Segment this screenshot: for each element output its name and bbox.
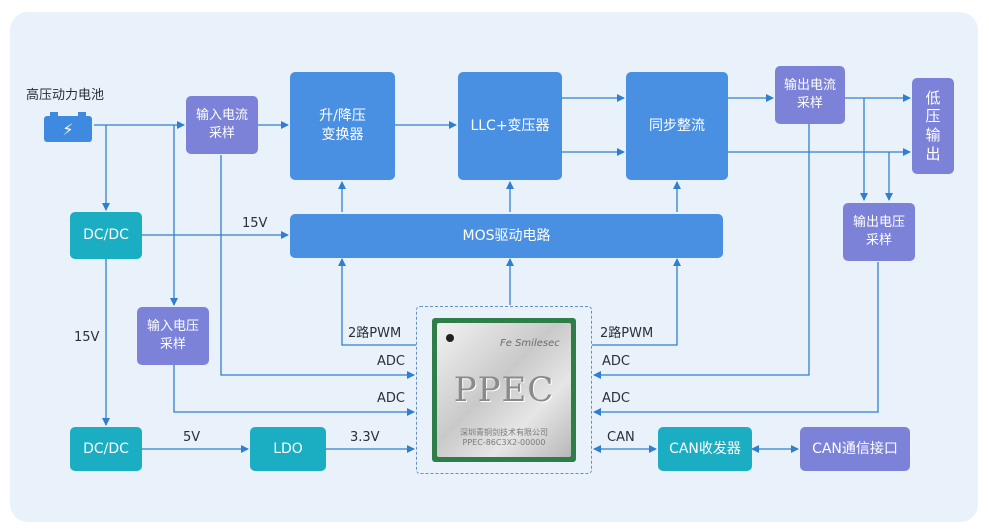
adc-left-label-2: ADC (377, 391, 405, 406)
low-voltage-output-char: 出 (925, 144, 941, 163)
low-voltage-output-block: 低 压 输 出 (912, 78, 954, 174)
ppec-chip (437, 323, 571, 457)
chip-dashed-boundary (416, 306, 592, 474)
ldo-block: LDO (250, 427, 326, 471)
chip-subtext: 深圳青铜剑技术有限公司 PPEC-86C3X2-00000 (437, 428, 571, 449)
chip-brand-logo: Fe Smilesec (500, 338, 560, 349)
llc-transformer-block: LLC+变压器 (458, 72, 562, 180)
voltage-15v-label-vertical: 15V (74, 330, 100, 345)
pwm-right-label: 2路PWM (600, 326, 654, 341)
lightning-icon: ⚡ (62, 119, 74, 139)
input-voltage-sampling-block: 输入电压 采样 (137, 307, 209, 365)
dcdc-bottom-block: DC/DC (70, 427, 142, 471)
dcdc-top-block: DC/DC (70, 212, 142, 259)
can-label: CAN (607, 430, 635, 445)
mos-driver-block: MOS驱动电路 (290, 214, 723, 258)
voltage-5v-label: 5V (183, 430, 201, 445)
chip-subtext-line-2: PPEC-86C3X2-00000 (462, 438, 546, 448)
voltage-15v-label: 15V (242, 216, 268, 231)
output-current-sampling-block: 输出电流 采样 (775, 66, 845, 124)
can-port-block: CAN通信接口 (800, 427, 910, 471)
pwm-left-label: 2路PWM (348, 326, 402, 341)
adc-right-label-2: ADC (602, 391, 630, 406)
adc-left-label-1: ADC (377, 354, 405, 369)
buck-boost-converter-block: 升/降压 变换器 (290, 72, 395, 180)
pin1-marker (446, 334, 454, 342)
chip-name: PPEC (453, 370, 555, 410)
low-voltage-output-char: 输 (925, 126, 941, 144)
battery-label: 高压动力电池 (26, 88, 105, 103)
output-voltage-sampling-block: 输出电压 采样 (843, 203, 915, 261)
voltage-3v3-label: 3.3V (350, 430, 380, 445)
low-voltage-output-char: 压 (925, 107, 941, 126)
can-transceiver-block: CAN收发器 (658, 427, 752, 471)
battery-icon (44, 112, 92, 142)
low-voltage-output-char: 低 (925, 88, 941, 107)
chip-subtext-line-1: 深圳青铜剑技术有限公司 (460, 428, 548, 437)
sync-rectifier-block: 同步整流 (626, 72, 728, 180)
input-current-sampling-block: 输入电流 采样 (186, 96, 258, 154)
adc-right-label-1: ADC (602, 354, 630, 369)
